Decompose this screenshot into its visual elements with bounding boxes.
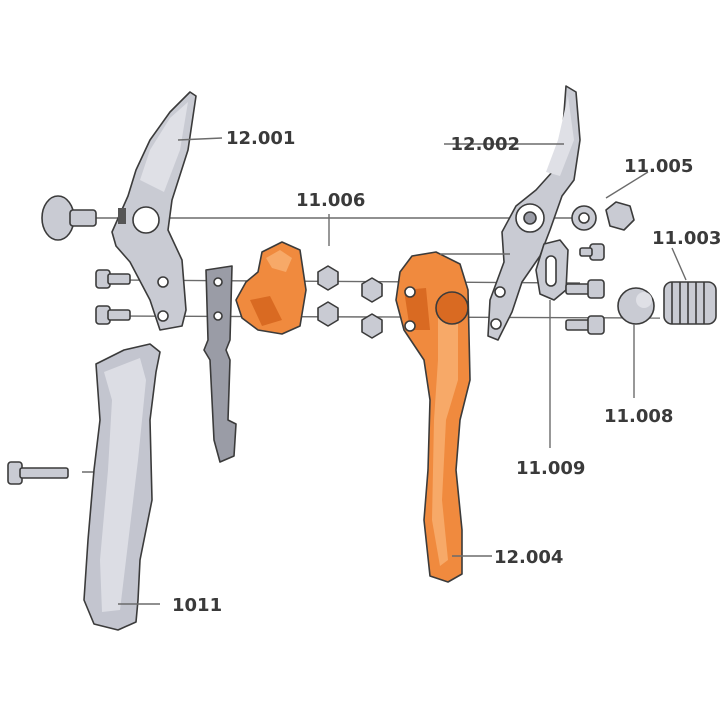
nuts-center	[361, 277, 383, 339]
orange-bumper	[235, 241, 307, 335]
label-11006: 11.006	[296, 190, 365, 211]
lower-blade-12002	[487, 85, 581, 341]
nuts-left	[317, 265, 339, 327]
label-12004: 12.004	[494, 547, 563, 568]
grip-screw	[7, 461, 69, 485]
label-11005: 11.005	[624, 156, 693, 177]
part-labels: 12.001 12.002 11.006 11.005 11.003 11.00…	[172, 128, 721, 616]
spring-cap-11008	[617, 287, 655, 325]
label-11003: 11.003	[652, 228, 721, 249]
label-12001: 12.001	[226, 128, 295, 149]
grip-sleeve-1011	[83, 343, 161, 631]
leader-lines	[118, 137, 687, 605]
label-11009: 11.009	[516, 458, 585, 479]
center-shaft	[203, 265, 237, 463]
lower-handle-12004	[395, 251, 471, 583]
upper-blade-12001	[111, 91, 197, 331]
label-1011: 1011	[172, 595, 222, 616]
label-12002: 12.002	[451, 134, 520, 155]
screws-right	[565, 279, 605, 335]
spring-11003	[663, 281, 717, 325]
link-plate-11009	[535, 239, 569, 301]
label-11008: 11.008	[604, 406, 673, 427]
small-screws-left	[95, 269, 131, 325]
pivot-bolt	[41, 195, 97, 241]
small-bolt	[579, 243, 605, 261]
washer-nut-11005	[571, 201, 635, 231]
